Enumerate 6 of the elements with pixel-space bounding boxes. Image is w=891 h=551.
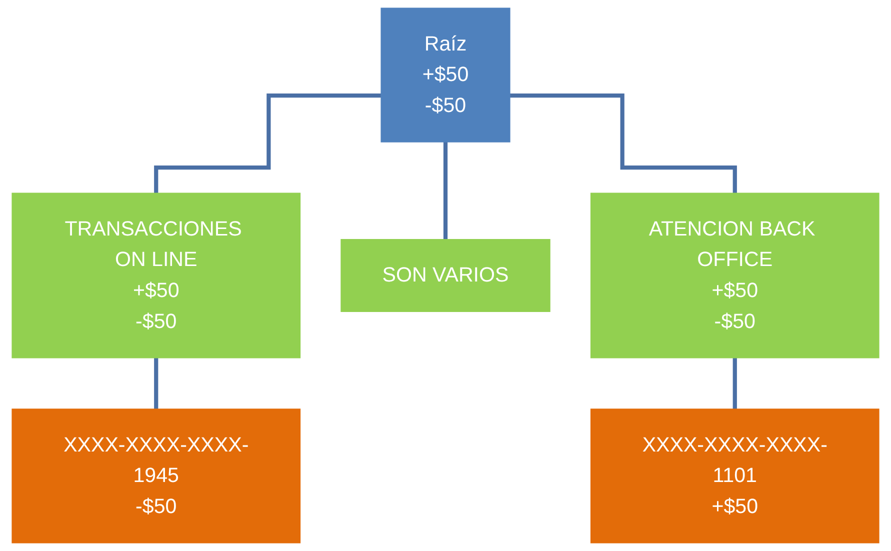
node-box: XXXX-XXXX-XXXX-1101 +$50	[590, 408, 880, 544]
node-box: TRANSACCIONES ON LINE +$50 -$50	[12, 192, 301, 358]
node-box: ATENCION BACK OFFICE +$50 -$50	[590, 192, 880, 358]
node-box: SON VARIOS	[340, 239, 550, 312]
node-box: Raíz +$50 -$50	[380, 8, 510, 142]
node-box: XXXX-XXXX-XXXX-1945 -$50	[12, 408, 301, 544]
